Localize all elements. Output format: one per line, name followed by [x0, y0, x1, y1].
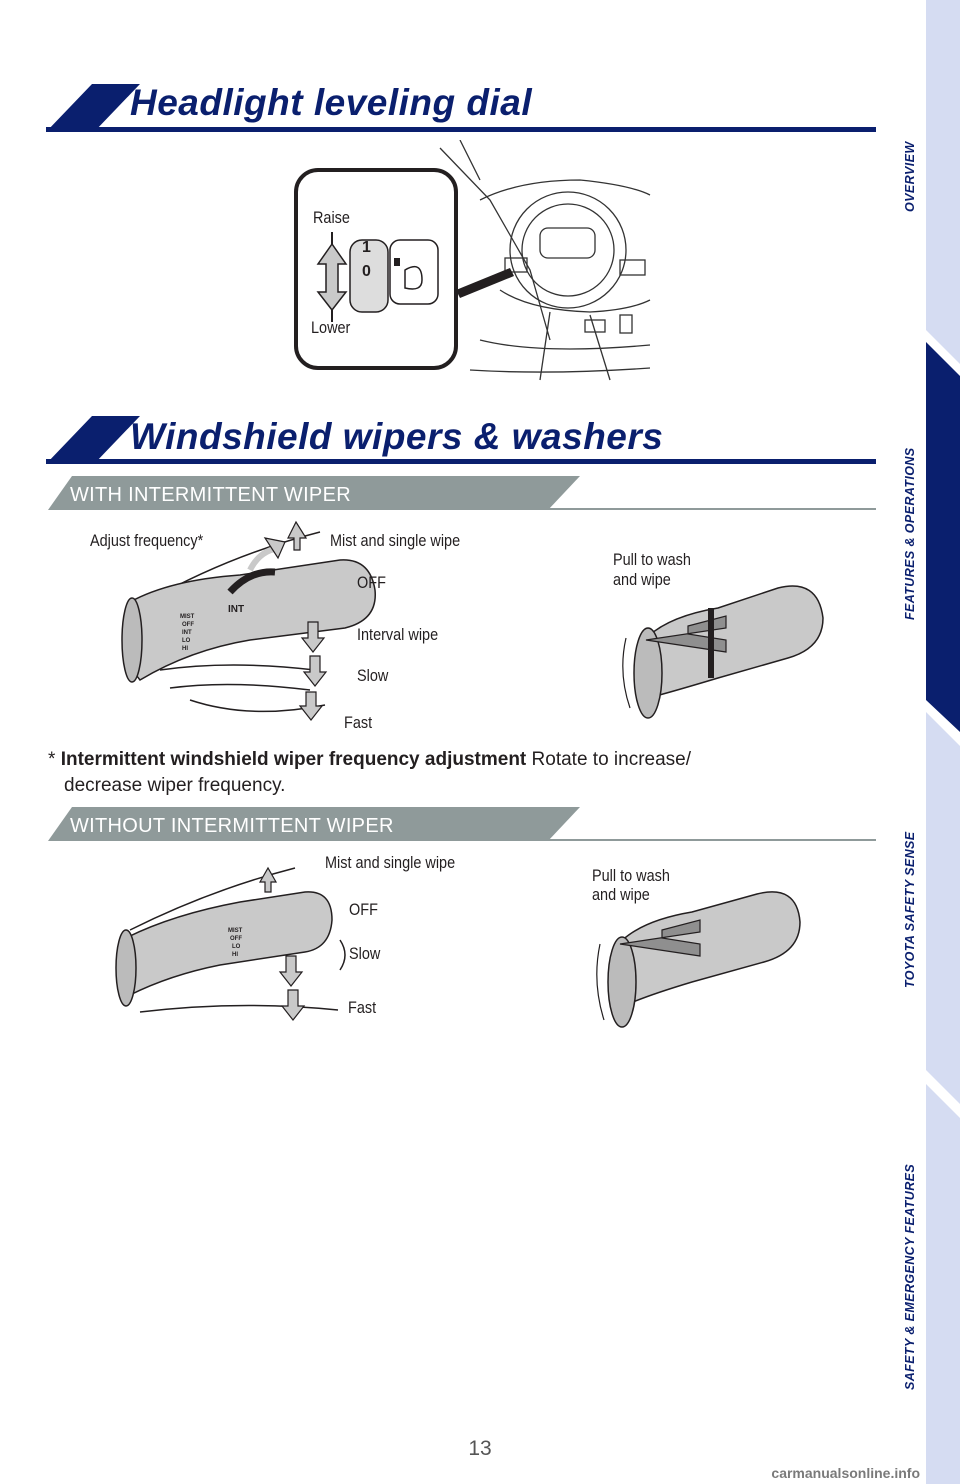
wiper-lever-pull-int: [622, 585, 824, 719]
note-continued: decrease wiper frequency.: [64, 775, 286, 796]
headlight-header-bar: [46, 84, 876, 132]
svg-text:MIST: MIST: [180, 614, 195, 620]
slow-label: Slow: [357, 666, 389, 685]
note-text: Rotate to increase/: [531, 749, 692, 770]
off-label-2: OFF: [349, 900, 378, 919]
off-label: OFF: [357, 573, 386, 592]
wipers-section-title: Windshield wipers & washers: [130, 416, 664, 457]
mist-single-wipe-label: Mist and single wipe: [330, 531, 461, 550]
fast-label-2: Fast: [348, 998, 377, 1017]
interval-wipe-label: Interval wipe: [357, 625, 439, 644]
page-number: 13: [468, 1437, 492, 1460]
tab-safety-emergency[interactable]: [926, 1084, 960, 1484]
svg-text:1: 1: [362, 239, 371, 256]
tab-label-features: FEATURES & OPERATIONS: [903, 447, 917, 620]
headlight-illustration: 1 0: [294, 140, 651, 381]
watermark: carmanualsonline.info: [771, 1465, 920, 1481]
tab-label-tss: TOYOTA SAFETY SENSE: [903, 831, 917, 988]
fast-label: Fast: [344, 713, 373, 732]
wiper-lever-pull-basic: [596, 891, 801, 1028]
wiper-lever-intermittent: MIST OFF INT LO HI INT: [121, 520, 376, 721]
adjust-frequency-label: Adjust frequency*: [90, 531, 204, 550]
note-star: *: [48, 749, 56, 770]
svg-text:OFF: OFF: [182, 622, 194, 628]
pull-wash-label-2: and wipe: [613, 570, 671, 589]
tab-label-safety: SAFETY & EMERGENCY FEATURES: [903, 1163, 917, 1390]
tab-toyota-safety-sense[interactable]: [926, 712, 960, 1104]
frequency-note: * Intermittent windshield wiper frequenc…: [48, 747, 818, 799]
svg-text:INT: INT: [182, 630, 192, 636]
svg-text:LO: LO: [232, 944, 241, 950]
svg-text:LO: LO: [182, 638, 191, 644]
svg-text:HI: HI: [232, 952, 238, 958]
sidebar-tabs: [926, 0, 960, 1484]
without-int-banner-text: WITHOUT INTERMITTENT WIPER: [70, 815, 394, 837]
headlight-section-title: Headlight leveling dial: [130, 82, 533, 123]
mist-single-wipe-label-2: Mist and single wipe: [325, 853, 456, 872]
raise-label: Raise: [313, 208, 350, 227]
svg-text:OFF: OFF: [230, 936, 242, 942]
svg-text:0: 0: [362, 263, 371, 280]
slow-label-2: Slow: [349, 944, 381, 963]
pull-wash-label-4: and wipe: [592, 885, 650, 904]
svg-text:HI: HI: [182, 646, 188, 652]
svg-text:INT: INT: [228, 604, 244, 615]
tab-overview[interactable]: [926, 0, 960, 364]
pull-wash-label-3: Pull to wash: [592, 866, 670, 885]
wiper-lever-basic: MIST OFF LO HI: [115, 866, 346, 1021]
pull-wash-label-1: Pull to wash: [613, 550, 691, 569]
with-int-banner-text: WITH INTERMITTENT WIPER: [70, 484, 351, 506]
tab-label-overview: OVERVIEW: [903, 141, 917, 212]
svg-text:MIST: MIST: [228, 928, 243, 934]
without-int-banner: [48, 807, 876, 841]
tab-features-operations[interactable]: [926, 342, 960, 732]
lower-label: Lower: [311, 318, 351, 337]
with-int-banner: [48, 476, 876, 510]
note-bold: Intermittent windshield wiper frequency …: [60, 749, 527, 770]
wipers-header-bar: [46, 416, 876, 464]
